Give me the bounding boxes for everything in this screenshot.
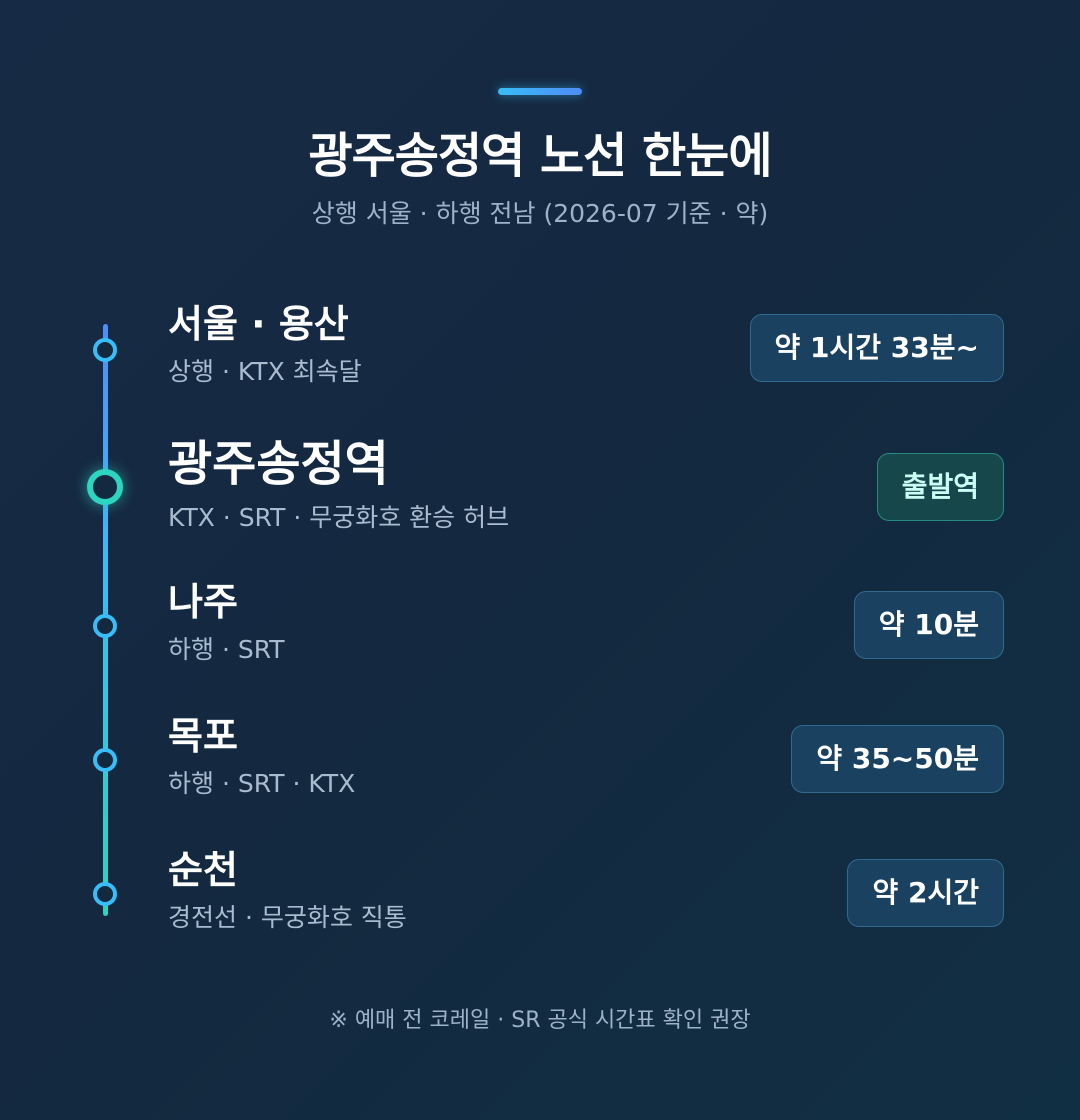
stop-name: 나주 (168, 580, 238, 624)
stop-suncheon: 순천 경전선 · 무궁화호 직통 (168, 848, 407, 934)
travel-time-badge: 약 10분 (853, 591, 1004, 659)
stop-description: 하행 · SRT · KTX (168, 769, 356, 798)
origin-badge: 출발역 (876, 453, 1004, 521)
stop-name: 서울 · 용산 (168, 302, 349, 346)
stop-marker-seoul (93, 338, 117, 362)
stop-marker-origin (87, 469, 123, 505)
page-title: 광주송정역 노선 한눈에 (308, 128, 772, 184)
stop-mokpo: 목포 하행 · SRT · KTX (168, 714, 355, 800)
stop-name: 순천 (168, 848, 238, 892)
stop-description: 하행 · SRT (168, 635, 285, 664)
stop-marker-mokpo (93, 748, 117, 772)
stop-description: KTX · SRT · 무궁화호 환승 허브 (168, 503, 510, 532)
stop-description: 경전선 · 무궁화호 직통 (168, 903, 407, 932)
stop-name: 광주송정역 (168, 436, 389, 492)
travel-time-badge: 약 1시간 33분~ (749, 314, 1004, 382)
stop-description: 상행 · KTX 최속달 (168, 357, 362, 386)
travel-time-badge: 약 2시간 (847, 859, 1004, 927)
stop-seoul: 서울 · 용산 상행 · KTX 최속달 (168, 302, 362, 388)
stop-naju: 나주 하행 · SRT (168, 580, 285, 666)
stop-marker-naju (93, 614, 117, 638)
stop-marker-suncheon (93, 882, 117, 906)
stop-name: 목포 (168, 714, 238, 758)
footnote: ※ 예매 전 코레일 · SR 공식 시간표 확인 권장 (329, 1008, 751, 1033)
header-accent-bar (498, 88, 582, 95)
travel-time-badge: 약 35~50분 (791, 725, 1004, 793)
stop-gwangju-songjeong: 광주송정역 KTX · SRT · 무궁화호 환승 허브 (168, 436, 509, 534)
page-subtitle: 상행 서울 · 하행 전남 (2026-07 기준 · 약) (311, 199, 769, 228)
